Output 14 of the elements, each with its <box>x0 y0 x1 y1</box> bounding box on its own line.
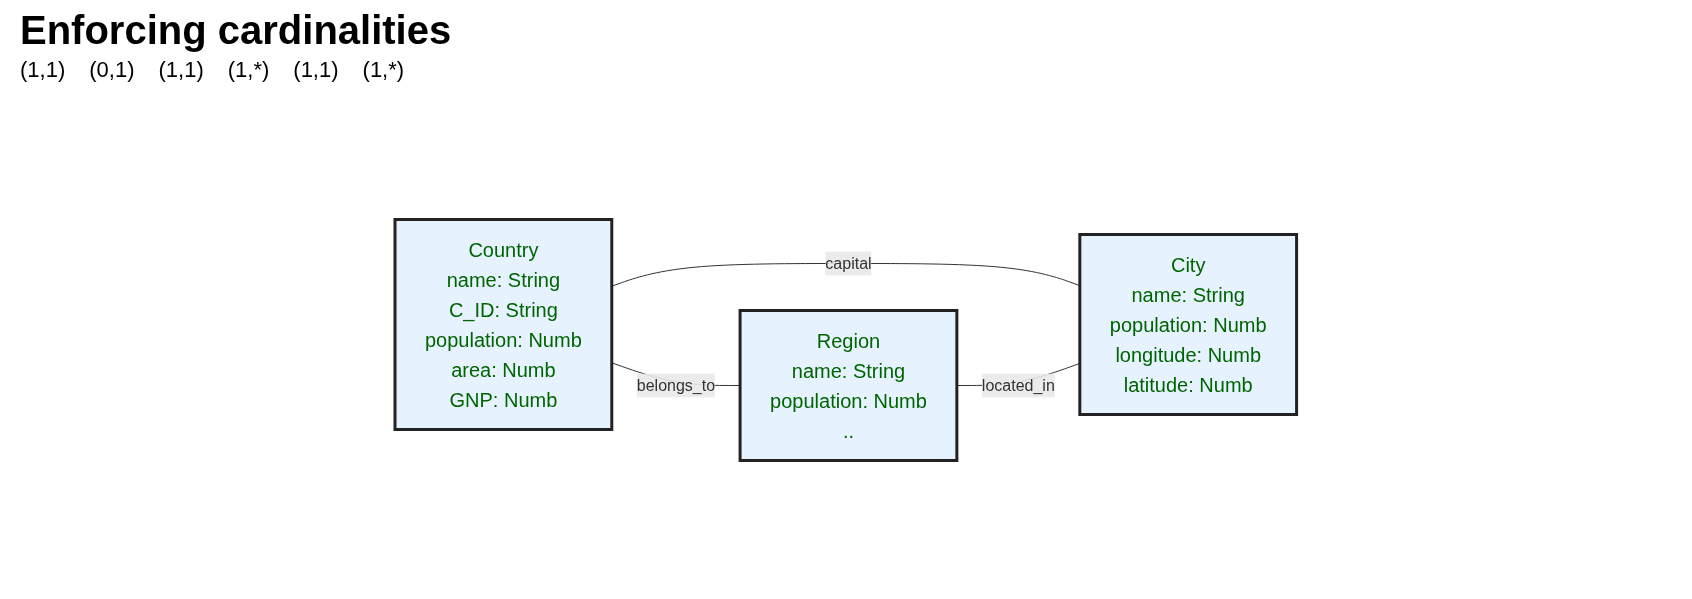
cardinality-label: (1,*) <box>362 57 405 83</box>
edge-label: located_in <box>982 376 1056 394</box>
cardinality-label: (1,*) <box>227 57 270 83</box>
cardinality-label: (0,1) <box>89 57 135 83</box>
cardinality-label: (1,1) <box>158 57 204 83</box>
node-box: Country name: String C_ID: String population: Numb area: Numb GNP: Numb <box>393 218 614 431</box>
edge-label: belongs_to <box>636 376 716 394</box>
cardinality-label: (1,1) <box>293 57 339 83</box>
cardinality-label: (1,1) <box>20 57 66 83</box>
diagram-title: Enforcing cardinalities <box>20 8 453 53</box>
node-box: Region name: String population: Numb .. <box>738 309 959 462</box>
edge-label: capital <box>825 254 872 272</box>
node-box: City name: String population: Numb longitude: Numb latitude: Numb <box>1078 233 1299 416</box>
connector <box>611 263 1081 287</box>
